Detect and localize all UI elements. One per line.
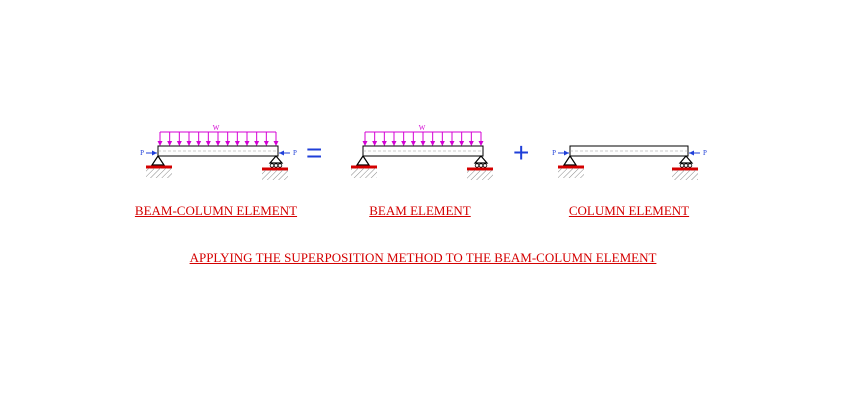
beam-diagram: W (351, 124, 493, 180)
plus-sign: + (513, 137, 530, 168)
load-arrow (254, 132, 260, 146)
load-arrow (234, 132, 240, 146)
load-arrow (362, 132, 368, 146)
load-arrow (157, 132, 163, 146)
load-arrow (167, 132, 173, 146)
load-arrow (215, 132, 221, 146)
roller-support (262, 155, 288, 180)
pin-support (146, 154, 172, 178)
caption: APPLYING THE SUPERPOSITION METHOD TO THE… (189, 250, 657, 265)
axial-load-right: P (689, 149, 707, 157)
load-arrow (401, 132, 407, 146)
roller-support (672, 155, 698, 180)
roller-support (467, 155, 493, 180)
load-arrow (430, 132, 436, 146)
pin-support (351, 154, 377, 178)
axial-load-left-label: P (552, 149, 556, 157)
load-arrow (244, 132, 250, 146)
axial-load-left-label: P (140, 149, 144, 157)
load-arrow (196, 132, 202, 146)
load-arrow (186, 132, 192, 146)
load-arrow (263, 132, 269, 146)
load-arrow (391, 132, 397, 146)
axial-load-right-label: P (293, 149, 297, 157)
column-diagram: P P (552, 145, 707, 180)
load-arrow (478, 132, 484, 146)
load-arrow (225, 132, 231, 146)
axial-load-right-label: P (703, 149, 707, 157)
load-arrow (468, 132, 474, 146)
load-symbol: W (419, 124, 426, 132)
beam-column-diagram: W P P (140, 124, 297, 180)
pin-support (558, 154, 584, 178)
beam-label: BEAM ELEMENT (369, 203, 471, 218)
axial-load-left: P (140, 149, 157, 157)
load-arrow (205, 132, 211, 146)
load-symbol: W (213, 124, 220, 132)
axial-load-right: P (279, 149, 297, 157)
load-arrow (420, 132, 426, 146)
beam-column-label: BEAM-COLUMN ELEMENT (134, 203, 298, 218)
load-arrow (449, 132, 455, 146)
axial-load-left: P (552, 149, 569, 157)
load-arrow (459, 132, 465, 146)
load-arrow (176, 132, 182, 146)
distributed-load: W (362, 124, 484, 146)
column-label: COLUMN ELEMENT (568, 203, 690, 218)
load-arrow (381, 132, 387, 146)
load-arrow (372, 132, 378, 146)
equals-sign: = (306, 137, 323, 168)
load-arrow (410, 132, 416, 146)
load-arrow (439, 132, 445, 146)
load-arrow (273, 132, 279, 146)
distributed-load: W (157, 124, 279, 146)
